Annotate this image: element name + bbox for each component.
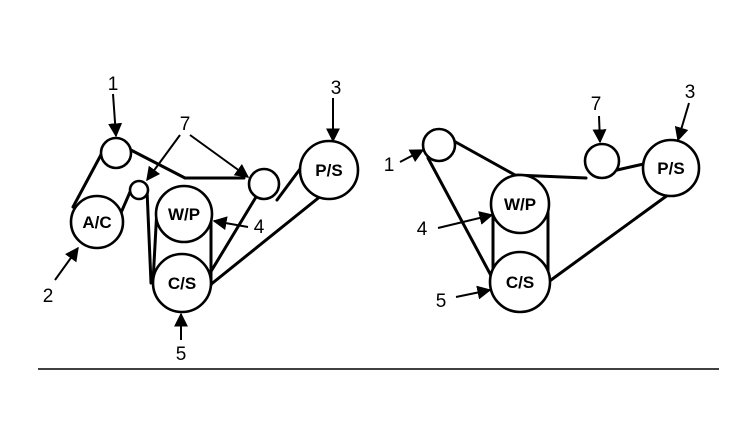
right-ps-label: P/S: [657, 159, 684, 178]
left-callout-3: 3: [331, 78, 342, 99]
left-callout-4: 4: [254, 217, 265, 238]
left-ps-label: P/S: [315, 161, 342, 180]
right-idler-pulley: [421, 127, 457, 163]
right-leader-7: [592, 115, 607, 144]
right-tensioner-pulley: [583, 142, 621, 180]
left-cs-pulley: [151, 252, 213, 314]
right-leader-1: [399, 149, 425, 163]
right-leader-3: [674, 102, 690, 142]
left-callout-2: 2: [43, 286, 54, 307]
left-callout-7: 7: [180, 114, 191, 135]
right-leader-4: [437, 211, 494, 229]
right-wp-pulley: [489, 173, 551, 235]
left-leader-1: [108, 93, 123, 138]
left-belt-diagram: A/C W/P C/S P/S 1 2 3 4 5 7: [43, 74, 360, 365]
left-leader-2: [54, 246, 79, 281]
right-leader-5: [455, 285, 492, 300]
left-idler-pulley-small: [128, 179, 150, 201]
left-leader-4: [212, 216, 249, 231]
left-callout-5: 5: [176, 344, 187, 365]
right-callout-7: 7: [591, 94, 602, 115]
left-ac-pulley: [69, 194, 125, 250]
left-leader-7a: [146, 134, 181, 182]
left-cs-label: C/S: [168, 274, 196, 293]
right-callout-1: 1: [384, 155, 395, 176]
left-idler-pulley-top: [99, 136, 133, 170]
right-ps-pulley: [641, 138, 701, 198]
left-callout-1: 1: [108, 74, 119, 95]
right-serpentine-belt: [426, 128, 674, 290]
left-serpentine-belt: [71, 146, 339, 312]
right-callout-5: 5: [436, 291, 447, 312]
left-wp-label: W/P: [168, 205, 200, 224]
left-leader-7b: [189, 134, 250, 178]
left-wp-pulley: [154, 184, 214, 244]
right-cs-label: C/S: [506, 273, 534, 292]
left-ac-label: A/C: [82, 213, 111, 232]
left-tensioner-pulley: [247, 167, 281, 201]
right-callout-3: 3: [685, 82, 696, 103]
right-callout-4: 4: [417, 219, 428, 240]
right-wp-label: W/P: [504, 195, 536, 214]
right-cs-pulley: [488, 250, 552, 314]
right-belt-diagram: W/P C/S P/S 1 3 4 5 7: [384, 82, 701, 314]
